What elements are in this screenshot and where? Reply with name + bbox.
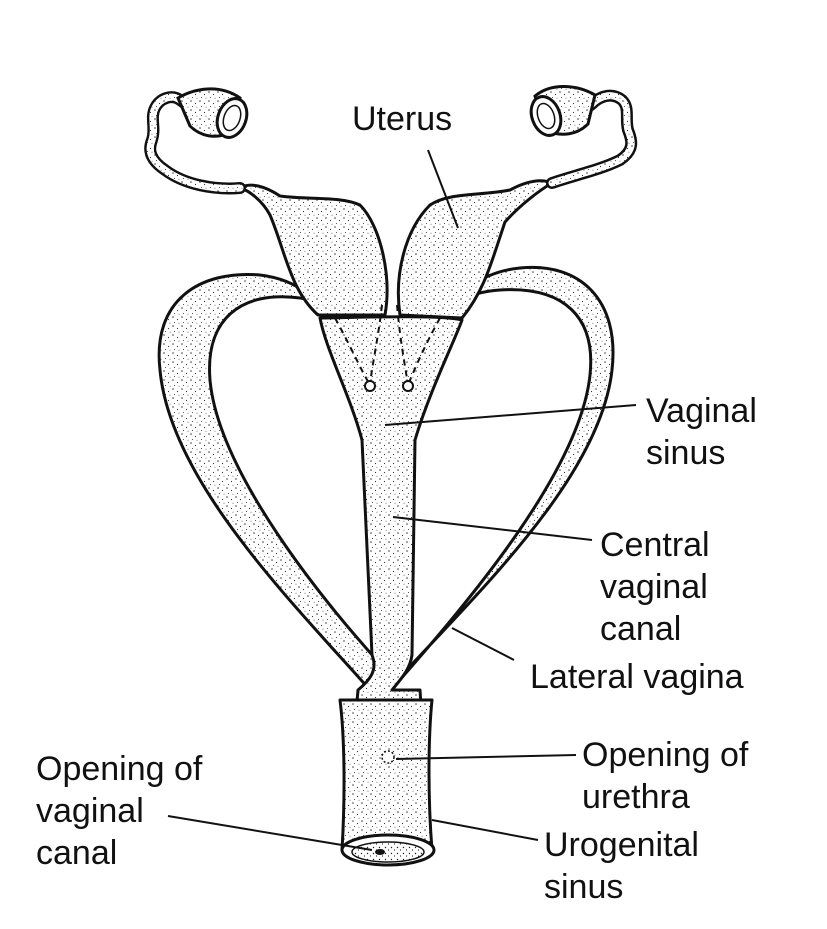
label-urogenital-sinus: Urogenital sinus <box>544 826 699 906</box>
label-central-vaginal-canal: Central vaginal canal <box>600 526 710 648</box>
leader-uterus <box>427 149 459 229</box>
urethra-opening <box>381 750 395 764</box>
infundibulum-left <box>176 87 249 139</box>
label-vaginal-sinus: Vaginal sinus <box>646 392 757 472</box>
leader-lateral-vagina <box>451 627 515 661</box>
cervix-opening-right <box>402 380 414 392</box>
cervical-canal-right <box>407 317 441 386</box>
leader-opening-of-urethra <box>395 754 577 760</box>
uterus-right <box>396 179 554 320</box>
label-opening-of-vaginal-canal: Opening of vaginal canal <box>36 750 203 872</box>
leader-opening-of-vaginal-canal <box>167 815 373 851</box>
leader-urogenital-sinus <box>431 819 539 841</box>
urogenital-sinus-tube <box>338 698 434 852</box>
opening-of-vaginal-canal-hole <box>351 841 425 863</box>
cervix-opening-left <box>364 380 376 392</box>
leader-central-vaginal-canal <box>392 516 593 541</box>
label-uterus: Uterus <box>352 100 453 138</box>
label-lateral-vagina: Lateral vagina <box>530 658 744 696</box>
cervical-canal-left <box>334 317 371 386</box>
label-opening-of-urethra: Opening of urethra <box>582 736 749 816</box>
leader-vaginal-sinus <box>384 404 637 426</box>
infundibulum-right <box>529 85 597 137</box>
uterus-left <box>238 183 389 317</box>
